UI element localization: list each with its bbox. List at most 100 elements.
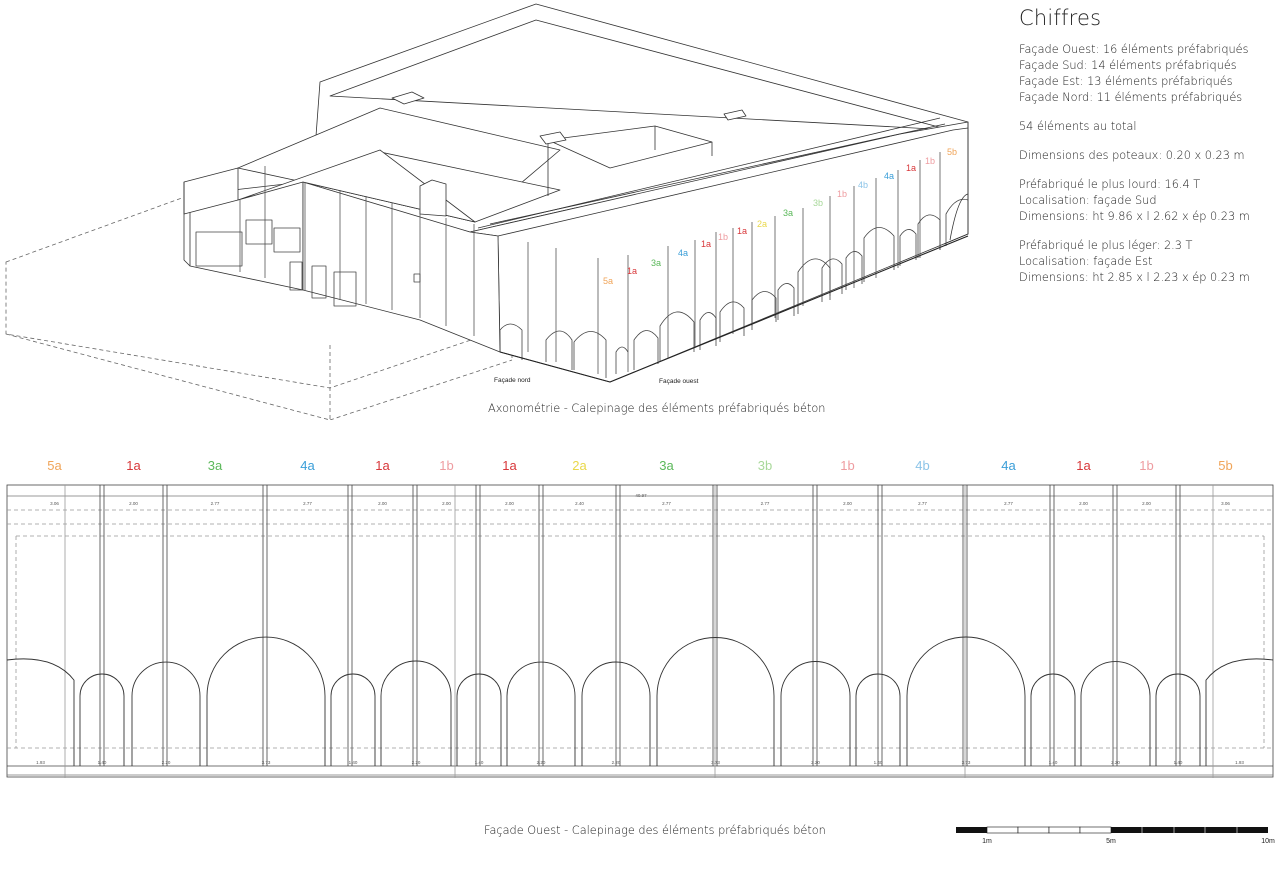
facade-frame xyxy=(6,484,1274,778)
scale-seg xyxy=(1048,826,1081,834)
facade-arch xyxy=(79,673,125,766)
top-dimension-label: 2.77 xyxy=(761,501,770,506)
bottom-dimension-label: 2.20 xyxy=(162,760,171,765)
top-dimension-label: 2.00 xyxy=(843,501,852,506)
facade-element-label: 3b xyxy=(758,458,772,473)
bottom-dimension-label: 2.20 xyxy=(537,760,546,765)
bottom-dimension-label: 2.20 xyxy=(1111,760,1120,765)
top-dimension-label: 2.00 xyxy=(442,501,451,506)
bottom-dimension-label: 1.40 xyxy=(475,760,484,765)
axo-element-label: 4a xyxy=(678,248,688,258)
top-dimension-label: 2.00 xyxy=(505,501,514,506)
stat-line: Préfabriqué le plus lourd: 16.4 T xyxy=(1019,178,1201,191)
bottom-dimension-label: 2.20 xyxy=(811,760,820,765)
scale-seg xyxy=(986,826,1019,834)
stat-line: Préfabriqué le plus léger: 2.3 T xyxy=(1019,239,1193,252)
facade-element-label: 2a xyxy=(572,458,587,473)
stat-line: Localisation: façade Sud xyxy=(1019,194,1157,207)
axo-element-label: 2a xyxy=(757,219,767,229)
stat-line: Façade Sud: 14 éléments préfabriqués xyxy=(1019,59,1237,72)
facade-element-label: 5b xyxy=(1218,458,1232,473)
label-facade-nord: Façade nord xyxy=(494,377,531,384)
facade-arches xyxy=(6,636,1274,766)
facade-element-label: 1b xyxy=(439,458,453,473)
facade-arch xyxy=(131,661,201,766)
top-dimension-label: 2.40 xyxy=(575,501,584,506)
scale-seg xyxy=(1079,826,1112,834)
facade-arch xyxy=(330,673,376,766)
facade-element-label: 4b xyxy=(915,458,929,473)
top-dimension-label: 3.06 xyxy=(50,501,59,506)
axo-element-label: 3a xyxy=(651,258,661,268)
axo-element-label: 1b xyxy=(718,232,728,242)
facade-arch xyxy=(581,661,651,766)
facade-element-label: 4a xyxy=(300,458,315,473)
stats-panel: Chiffres Façade Ouest: 16 éléments préfa… xyxy=(1019,0,1274,299)
scale-label: 1m xyxy=(982,838,992,845)
top-dimension-label: 3.06 xyxy=(1221,501,1230,506)
stats-group-facades: Façade Ouest: 16 éléments préfabriqués F… xyxy=(1019,42,1274,106)
facade-arch xyxy=(6,658,75,766)
axo-element-label: 1a xyxy=(906,163,916,173)
facade-columns xyxy=(64,485,1214,778)
stat-line: Dimensions des poteaux: 0.20 x 0.23 m xyxy=(1019,149,1245,162)
stats-group-poteaux: Dimensions des poteaux: 0.20 x 0.23 m xyxy=(1019,148,1274,164)
facade-element-label: 1a xyxy=(1076,458,1091,473)
axo-element-label: 4b xyxy=(858,180,868,190)
top-dimension-label: 2.00 xyxy=(129,501,138,506)
facade-element-label: 4a xyxy=(1001,458,1016,473)
bottom-dimension-label: 1.93 xyxy=(36,760,45,765)
top-dimension-label: 2.00 xyxy=(1079,501,1088,506)
facade-arch xyxy=(1030,673,1076,766)
facade-element-label: 1b xyxy=(840,458,854,473)
stat-line: Localisation: façade Est xyxy=(1019,255,1153,268)
facade-arch xyxy=(1155,673,1201,766)
facade-element-label: 1a xyxy=(375,458,390,473)
total-dimension: 40.97 xyxy=(635,493,647,498)
facade-arch xyxy=(206,636,326,766)
facade-arch xyxy=(506,661,576,766)
scale-bar: 1m 5m 10m xyxy=(956,826,1275,845)
scale-seg xyxy=(956,827,987,833)
facade-element-label: 1a xyxy=(126,458,141,473)
bottom-dimension-label: 1.40 xyxy=(1049,760,1058,765)
facade-arch xyxy=(656,637,775,766)
scale-label: 10m xyxy=(1261,838,1275,845)
axo-element-label: 1a xyxy=(627,266,637,276)
bottom-dimension-label: 1.93 xyxy=(1235,760,1244,765)
stat-line: Dimensions: ht 9.86 x l 2.62 x ép 0.23 m xyxy=(1019,210,1250,223)
facade-arch xyxy=(906,636,1026,766)
facade-element-label: 3a xyxy=(659,458,674,473)
axo-element-label: 1b xyxy=(837,189,847,199)
stat-line: Dimensions: ht 2.85 x l 2.23 x ép 0.23 m xyxy=(1019,271,1250,284)
label-facade-ouest: Façade ouest xyxy=(659,378,699,385)
stats-group-total: 54 éléments au total xyxy=(1019,119,1274,135)
stat-line: Façade Est: 13 éléments préfabriqués xyxy=(1019,75,1233,88)
bottom-dimension-label: 1.40 xyxy=(349,760,358,765)
bottom-dimension-label: 3.73 xyxy=(711,760,720,765)
facade-bottom-dimensions: 1.93 1.40 2.20 3.73 1.40 2.20 1.40 2.20 2.20 3.73… xyxy=(36,760,1244,765)
facade-element-label: 1b xyxy=(1139,458,1153,473)
axo-element-label: 3b xyxy=(813,198,823,208)
facade-arch xyxy=(780,661,851,766)
top-dimension-label: 2.77 xyxy=(918,501,927,506)
facade-element-label: 1a xyxy=(502,458,517,473)
bottom-dimension-label: 3.73 xyxy=(262,760,271,765)
facade-arch xyxy=(456,673,502,766)
axo-arches xyxy=(499,198,969,378)
stats-group-heaviest: Préfabriqué le plus lourd: 16.4 T Locali… xyxy=(1019,177,1274,225)
axo-element-label: 4a xyxy=(884,171,894,181)
stats-title: Chiffres xyxy=(1019,6,1102,30)
facade-top-dimensions: 3.06 2.00 2.77 2.77 2.00 2.00 2.00 2.40 2.77 2.77… xyxy=(50,501,1230,506)
axo-element-label: 3a xyxy=(783,208,793,218)
top-dimension-label: 2.77 xyxy=(303,501,312,506)
stat-line: Façade Nord: 11 éléments préfabriqués xyxy=(1019,91,1243,104)
bottom-dimension-label: 2.20 xyxy=(612,760,621,765)
top-dimension-label: 2.77 xyxy=(1004,501,1013,506)
stat-line: 54 éléments au total xyxy=(1019,120,1137,133)
bottom-dimension-label: 3.73 xyxy=(962,760,971,765)
axo-element-label: 5b xyxy=(947,147,957,157)
